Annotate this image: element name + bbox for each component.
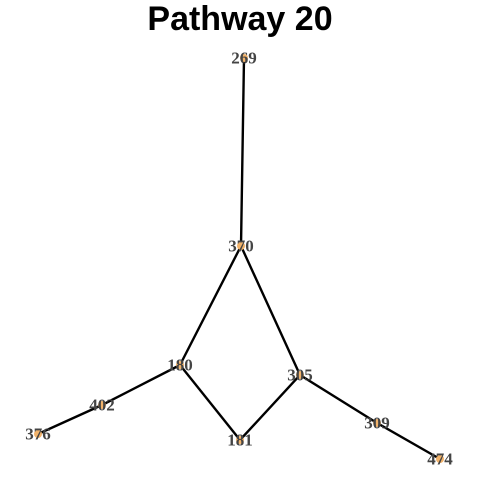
node-dot xyxy=(236,436,244,444)
node-dot xyxy=(296,371,304,379)
edge-402-376 xyxy=(36,403,104,436)
node-dot xyxy=(373,419,381,427)
node-dot xyxy=(436,455,444,463)
node-376: 376 xyxy=(25,425,51,444)
node-dot xyxy=(98,401,106,409)
node-label: 309 xyxy=(364,414,390,433)
edge-305-181 xyxy=(238,373,302,442)
node-label: 181 xyxy=(227,431,253,450)
node-dot xyxy=(240,54,248,62)
node-309: 309 xyxy=(364,414,390,433)
edge-309-474 xyxy=(375,421,442,461)
node-370: 370 xyxy=(228,237,254,256)
node-label: 305 xyxy=(287,366,313,385)
node-305: 305 xyxy=(287,366,313,385)
node-label: 474 xyxy=(427,450,453,469)
edges-layer xyxy=(36,56,442,461)
edge-305-309 xyxy=(298,373,379,425)
node-180: 180 xyxy=(167,356,193,375)
node-181: 181 xyxy=(227,431,253,450)
node-dot xyxy=(176,361,184,369)
node-269: 269 xyxy=(231,49,257,68)
node-label: 370 xyxy=(228,237,254,256)
node-474: 474 xyxy=(427,450,453,469)
node-label: 376 xyxy=(25,425,51,444)
edge-370-180 xyxy=(178,244,243,367)
edge-180-402 xyxy=(100,363,182,407)
edge-370-305 xyxy=(239,244,302,377)
node-402: 402 xyxy=(89,396,115,415)
edge-269-370 xyxy=(239,56,246,248)
node-label: 180 xyxy=(167,356,193,375)
node-label: 402 xyxy=(89,396,115,415)
nodes-layer: 269 370 180 305 402 376 181 309 474 xyxy=(25,49,453,469)
node-dot xyxy=(237,242,245,250)
figure-title: Pathway 20 xyxy=(147,0,333,38)
node-label: 269 xyxy=(231,49,257,68)
node-dot xyxy=(34,430,42,438)
edge-180-181 xyxy=(178,363,242,442)
